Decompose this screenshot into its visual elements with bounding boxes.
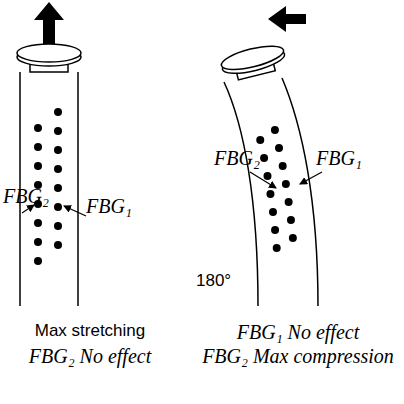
bent-tube [219,41,318,306]
sensor-label: FBG₁ [316,148,362,168]
fbg-dot [54,222,62,230]
leader-lines [22,172,322,216]
fbg-dot [34,257,42,265]
effect-text: Max stretching [35,322,146,339]
fbg-dot [275,144,283,152]
fbg-dot [256,136,264,144]
fbg-dot [54,146,62,154]
fbg-dot [34,219,42,227]
fbg-dot [54,165,62,173]
fbg-dot [54,108,62,116]
fbg-dot [266,190,274,198]
fbg-dot [54,127,62,135]
fbg-dot [271,126,279,134]
pull-arrow [34,2,64,44]
fbg-dot [34,124,42,132]
effect-text: FBG₁ No effect [237,322,359,342]
effect-text: FBG₂ Max compression [202,346,394,366]
fbg-dot [271,226,279,234]
fbg-dot [54,184,62,192]
fbg-dot [289,234,297,242]
effect-text: FBG₂ No effect [29,346,151,366]
fbg-dot [279,162,287,170]
angle-label: 180° [196,272,231,289]
fbg-dot [34,238,42,246]
fbg-dots [34,108,297,265]
sensor-label: FBG₂ [3,186,49,206]
fbg-dot [282,180,290,188]
sensor-label: FBG₂ [214,148,260,168]
fbg-dot [269,208,277,216]
sensor-label: FBG₁ [86,196,132,216]
fbg-dot [54,241,62,249]
fbg-dot [34,143,42,151]
fbg-dot [285,198,293,206]
fbg-dot [54,203,62,211]
fbg-dot [287,216,295,224]
fbg-dot [263,172,271,180]
fbg-dot [34,162,42,170]
fbg-dot [260,154,268,162]
fbg-dot [273,244,281,252]
push-arrow [268,6,306,32]
straight-tube [17,44,81,306]
